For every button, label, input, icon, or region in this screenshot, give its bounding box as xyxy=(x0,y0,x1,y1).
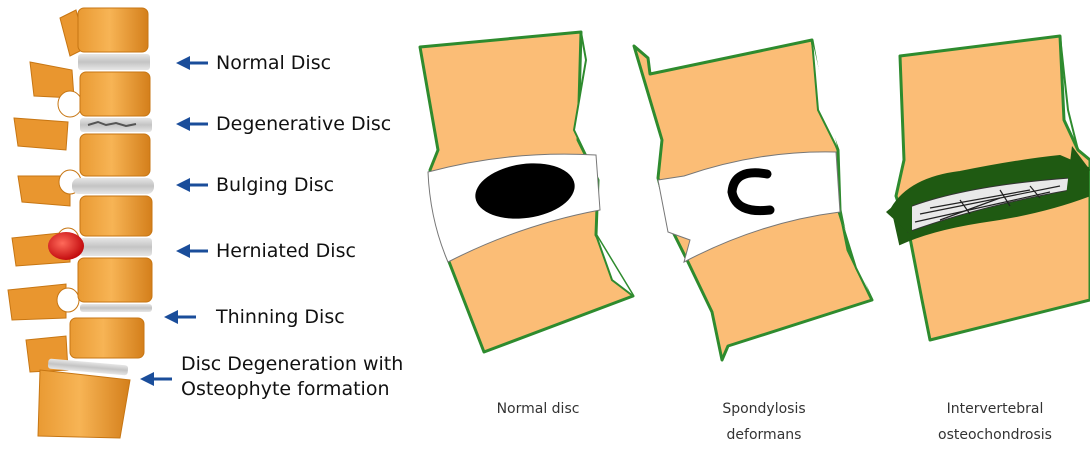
disc-herniated xyxy=(80,238,152,256)
label-degenerative-disc: Degenerative Disc xyxy=(216,113,391,135)
arrow-bulging xyxy=(176,178,208,192)
segment-normal-disc xyxy=(420,32,633,352)
label-bulging-disc: Bulging Disc xyxy=(216,174,334,196)
vertebra-1 xyxy=(78,8,148,52)
caption-line: osteochondrosis xyxy=(920,422,1070,448)
label-disc-degeneration-osteophyte: Disc Degeneration with Osteophyte format… xyxy=(181,352,403,402)
vertebra-3 xyxy=(80,134,150,176)
vertebra-5 xyxy=(78,258,152,302)
disc-normal xyxy=(78,54,150,70)
caption-line: Intervertebral xyxy=(920,396,1070,422)
arrow-normal xyxy=(176,56,208,70)
segment-osteochondrosis xyxy=(886,36,1090,340)
vertebra-4 xyxy=(80,196,152,236)
disc-bulging xyxy=(72,178,154,194)
vertebra-2 xyxy=(80,72,150,116)
caption-normal-disc: Normal disc xyxy=(468,396,608,422)
disc-thinning xyxy=(80,304,152,312)
arrow-osteophyte xyxy=(140,372,172,386)
label-herniated-disc: Herniated Disc xyxy=(216,240,356,262)
caption-line: Normal disc xyxy=(468,396,608,422)
arrow-herniated xyxy=(176,244,208,258)
label-line-2: Osteophyte formation xyxy=(181,377,403,402)
arrow-degenerative xyxy=(176,117,208,131)
segment-spondylosis xyxy=(634,40,872,360)
vertebra-7 xyxy=(38,370,130,438)
vertebra-6 xyxy=(70,318,144,358)
caption-intervertebral-osteochondrosis: Intervertebral osteochondrosis xyxy=(920,396,1070,448)
label-normal-disc: Normal Disc xyxy=(216,52,331,74)
caption-line: Spondylosis xyxy=(704,396,824,422)
spine-illustration xyxy=(8,8,154,438)
caption-spondylosis-deformans: Spondylosis deformans xyxy=(704,396,824,448)
caption-line: deformans xyxy=(704,422,824,448)
label-line-1: Disc Degeneration with xyxy=(181,352,403,377)
arrow-thinning xyxy=(164,310,196,324)
label-thinning-disc: Thinning Disc xyxy=(216,306,345,328)
herniation xyxy=(48,232,84,260)
